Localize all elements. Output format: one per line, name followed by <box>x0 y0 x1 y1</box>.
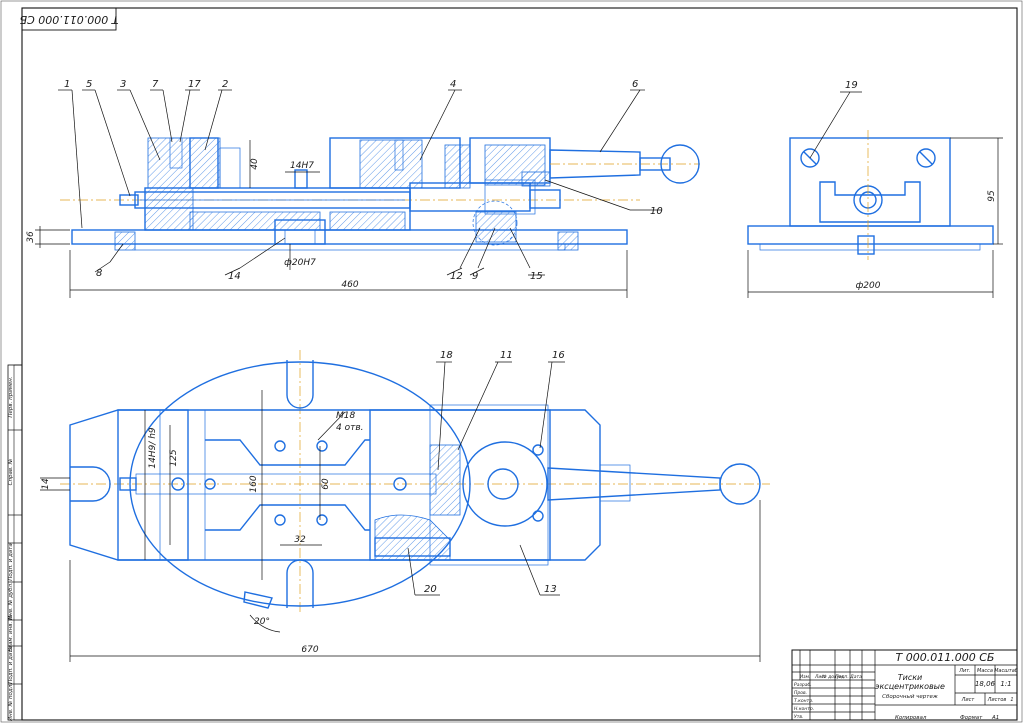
tb-name-2: эксцентриковые <box>875 682 945 691</box>
label-14: 14 <box>228 271 241 282</box>
tb-sheet: Лист <box>961 697 976 703</box>
label-18: 18 <box>440 350 453 361</box>
label-8: 8 <box>96 268 102 279</box>
tb-row-4: Дата <box>849 674 862 680</box>
front-leaders: 1 5 3 7 17 2 4 6 10 8 14 12 <box>58 79 663 282</box>
dim-32: 32 <box>294 535 306 545</box>
dim-angle: 20° <box>254 617 270 627</box>
dim-20h7: ф20Н7 <box>284 258 316 268</box>
side-strip-5: Подп. и дата <box>8 646 14 684</box>
title-block: Т 000.011.000 СБ Тиски эксцентриковые Сб… <box>791 649 1018 721</box>
tb-scale: 1:1 <box>1000 680 1011 688</box>
tb-person-2: Т.контр. <box>794 698 814 704</box>
label-1: 1 <box>64 79 70 90</box>
dim-m18: М18 <box>336 411 355 421</box>
tb-row-1: Лист <box>814 674 827 680</box>
dim-670: 670 <box>301 645 318 655</box>
side-strip-2: Подп. и дата <box>8 543 14 581</box>
tb-mass-h: Масса <box>977 668 993 674</box>
tb-person-0: Разраб. <box>794 682 812 688</box>
tb-mass: 18,06 <box>975 680 996 688</box>
label-5: 5 <box>86 79 92 90</box>
tb-row-3: Подп. <box>835 674 849 680</box>
top-stamp: Т 000.011.000 СБ <box>20 13 119 26</box>
tb-subtitle: Сборочный чертеж <box>882 694 938 700</box>
label-4: 4 <box>450 79 456 90</box>
dim-40: 40 <box>250 158 260 170</box>
top-stamp-box <box>21 7 117 31</box>
tb-format-value: А1 <box>991 715 999 721</box>
dim-460: 460 <box>341 280 358 290</box>
dim-60: 60 <box>321 478 331 490</box>
dim-95: 95 <box>987 190 997 202</box>
label-7: 7 <box>152 79 159 90</box>
tb-sheets: Листов <box>987 697 1007 703</box>
label-13: 13 <box>544 584 557 595</box>
side-strip-1: Справ. № <box>8 458 14 485</box>
tb-code: Т 000.011.000 СБ <box>896 651 995 664</box>
dim-160: 160 <box>249 475 259 492</box>
side-view <box>747 130 994 260</box>
tb-name-1: Тиски <box>898 673 923 682</box>
tb-row-0: Изм. <box>800 674 811 680</box>
tb-sheets-count: 1 <box>1010 697 1013 703</box>
plan-view <box>60 350 770 615</box>
label-15: 15 <box>530 271 543 282</box>
label-6: 6 <box>632 79 638 90</box>
tb-format: Формат <box>960 715 983 721</box>
label-2: 2 <box>222 79 228 90</box>
label-12: 12 <box>450 271 463 282</box>
plan-dimensions: 670 14Н9/ h9 125 14 160 60 32 М18 4 отв.… <box>40 390 761 662</box>
label-9: 9 <box>472 271 478 282</box>
tb-person-4: Н.контр. <box>794 706 814 712</box>
side-strip-3: Инв. № дубл. <box>8 582 14 620</box>
label-3: 3 <box>120 79 126 90</box>
inner-frame <box>21 7 1018 721</box>
dim-200: ф200 <box>856 281 881 291</box>
dim-14h7: 14H7 <box>290 161 314 171</box>
label-17: 17 <box>188 79 201 90</box>
dim-holes: 4 отв. <box>336 423 364 433</box>
tb-lit: Лит. <box>958 668 971 674</box>
label-19: 19 <box>845 80 858 91</box>
dim-125: 125 <box>169 449 179 466</box>
side-strip-6: Инв. № подл. <box>8 683 14 721</box>
label-10: 10 <box>650 206 663 217</box>
dim-14: 14 <box>41 478 51 490</box>
tb-person-5: Утв. <box>794 714 803 720</box>
plan-leaders: 18 11 16 20 13 <box>407 350 565 596</box>
tb-row-2: № докум. <box>821 674 844 680</box>
front-dimensions: 460 36 40 14H7 ф20Н7 <box>26 140 628 298</box>
tb-copied: Копировал <box>895 715 927 721</box>
label-20: 20 <box>424 584 437 595</box>
tb-person-1: Пров. <box>794 690 807 696</box>
label-16: 16 <box>552 350 565 361</box>
tb-scale-h: Масштаб <box>994 668 1018 674</box>
label-11: 11 <box>500 350 513 361</box>
side-strip: Перв. примен. Справ. № Подп. и дата Инв.… <box>7 364 23 721</box>
side-strip-4: Взам. инв. № <box>8 614 14 652</box>
dim-36: 36 <box>26 231 36 243</box>
front-view <box>60 137 700 251</box>
dim-14h9: 14Н9/ h9 <box>148 427 158 469</box>
side-dimensions: 95 ф200 19 <box>747 80 1003 298</box>
side-strip-0: Перв. примен. <box>8 376 14 418</box>
